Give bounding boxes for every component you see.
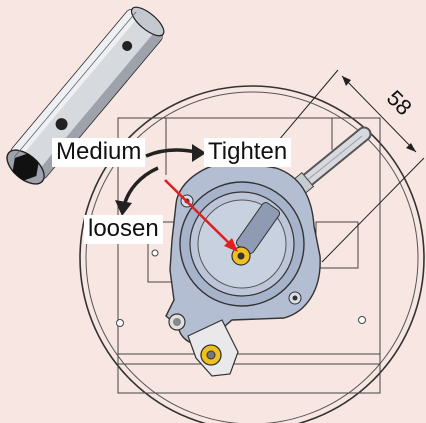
yellow-port: [200, 344, 222, 366]
adjust-screw: [168, 313, 186, 331]
loosen-label: loosen: [84, 215, 163, 244]
mounting-frame: [117, 117, 381, 394]
loosen-arrow: [115, 166, 159, 216]
outer-drum: [79, 85, 425, 423]
medium-label: Medium: [52, 138, 146, 167]
tighten-arrow: [145, 144, 206, 162]
red-pointer-arrow: [164, 179, 238, 252]
center-adjustment-nut: [231, 246, 251, 266]
tighten-label: Tighten: [204, 138, 292, 167]
box-wrench: [6, 6, 165, 185]
